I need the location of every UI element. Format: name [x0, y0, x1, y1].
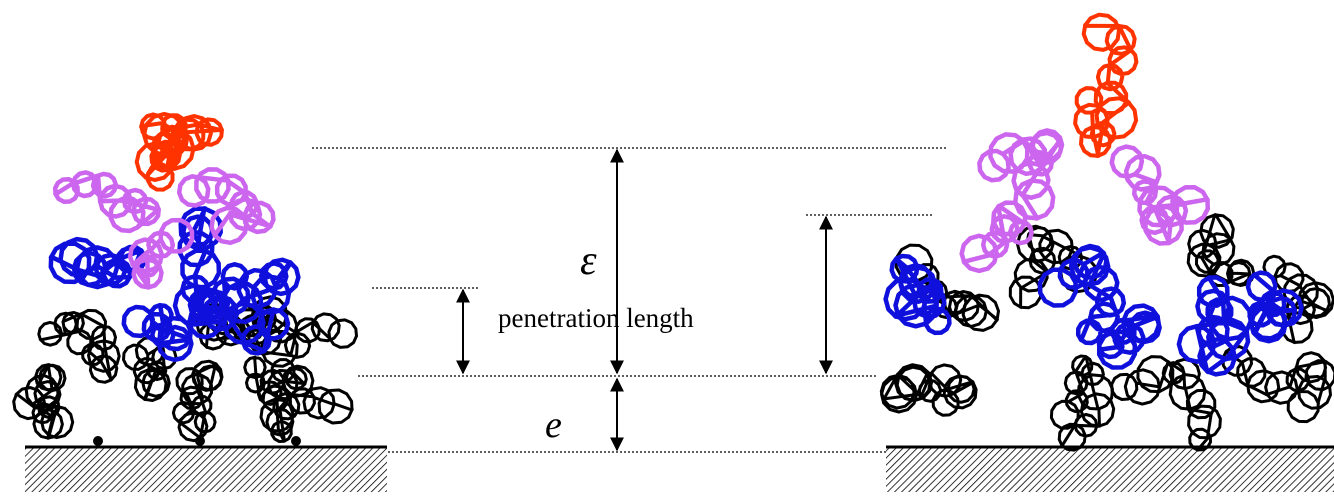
polymer-chain: [171, 359, 224, 443]
polymer-chain: [1221, 345, 1334, 424]
left-substrate: [25, 445, 387, 492]
anchor-dot: [291, 436, 301, 446]
dimension-arrows: [456, 148, 833, 452]
polymer-chain: [176, 167, 276, 246]
left-red-brush-layer: [134, 111, 224, 192]
polymer-chain: [1008, 224, 1098, 310]
left-substrate-hatch: [25, 448, 387, 492]
polymer-chain: [243, 355, 315, 406]
penetration-length-label: penetration length: [498, 303, 694, 333]
polymer-chain: [959, 200, 1034, 274]
reference-lines: [312, 147, 946, 453]
polymer-chain: [52, 170, 162, 234]
polymer-chain: [12, 363, 75, 440]
left-black-brush-layer: [12, 295, 358, 443]
polymer-chain: [879, 363, 978, 417]
left-violet-brush-layer: [52, 167, 276, 290]
polymer-chain: [1245, 270, 1304, 344]
polymer-chain: [1176, 275, 1253, 377]
left-anchor-points: [93, 436, 301, 446]
right-substrate-hatch: [886, 448, 1334, 492]
anchor-dot: [93, 436, 103, 446]
polymer-chain: [1110, 355, 1222, 452]
polymer-chain: [134, 124, 189, 192]
polymer-chain: [172, 283, 240, 340]
polymer-chain: [37, 308, 121, 384]
polymer-chain: [127, 217, 195, 290]
polymer-chain: [1096, 303, 1162, 370]
right-violet-brush-layer: [959, 128, 1211, 274]
polymer-chain: [177, 206, 251, 320]
polymer-chain: [1073, 12, 1139, 158]
polymer-chain: [1049, 354, 1116, 452]
right-substrate: [886, 445, 1334, 492]
epsilon-label: ε: [580, 238, 597, 284]
right-black-brush-layer: [879, 213, 1334, 452]
polymer-chain: [977, 128, 1065, 221]
polymer-chain: [1037, 243, 1127, 346]
right-blue-brush-layer: [883, 243, 1304, 377]
polymer-chain: [1109, 144, 1211, 246]
polymer-chain: [121, 302, 194, 363]
right-red-brush-layer: [1073, 12, 1139, 158]
polymer-chain: [894, 243, 1000, 332]
polymer-chain: [1186, 213, 1256, 287]
polymer-chain: [883, 253, 952, 336]
anchor-dot: [195, 436, 205, 446]
e-label: e: [545, 404, 562, 446]
